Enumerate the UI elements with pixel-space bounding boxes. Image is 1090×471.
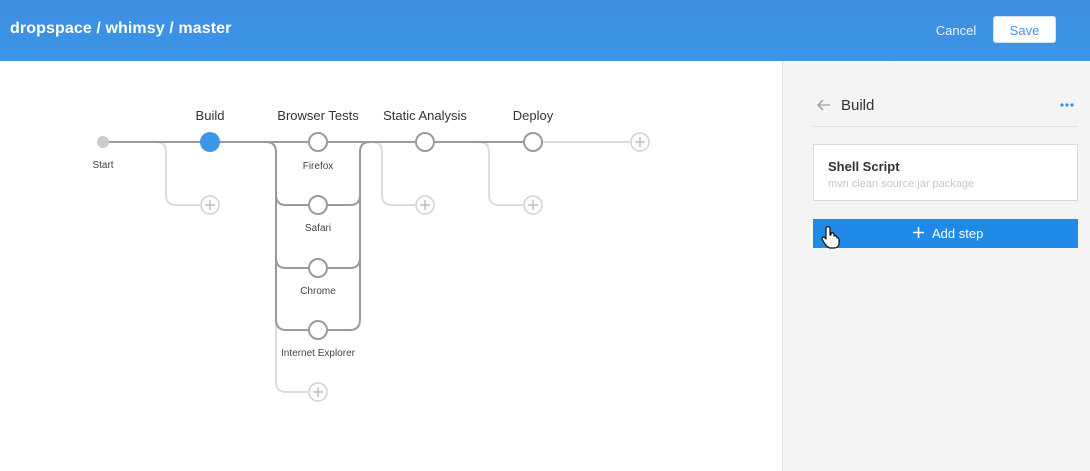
add-stage-plus-icon[interactable] [630,132,650,152]
stage-node-static-analysis[interactable] [415,132,435,152]
add-step-label: Add step [932,226,984,241]
stage-label-deploy[interactable]: Deploy [512,108,554,123]
app-header: dropspace / whimsy / master Cancel Save [0,0,1090,61]
parallel-label-internet-explorer: Internet Explorer [281,348,355,359]
parallel-label-firefox: Firefox [302,161,334,172]
panel-header: Build [813,88,1078,127]
more-horizontal-icon[interactable] [1058,96,1076,114]
save-button[interactable]: Save [993,16,1056,43]
step-name: Shell Script [828,159,900,174]
stage-label-build[interactable]: Build [195,108,225,123]
stage-label-static-analysis[interactable]: Static Analysis [383,108,467,123]
arrow-left-icon[interactable] [815,96,833,114]
stage-node-safari[interactable] [308,195,328,215]
add-static-analysis-branch-plus-icon[interactable] [415,195,435,215]
stage-node-internet-explorer[interactable] [308,320,328,340]
add-step-button[interactable]: Add step [813,219,1078,248]
pipeline-canvas: Start Build Browser Tests Static Analysi… [0,61,782,471]
start-label: Start [92,160,114,171]
cancel-button[interactable]: Cancel [935,23,977,38]
placeholder-edges [155,141,630,393]
parallel-label-safari: Safari [304,223,332,234]
stage-config-panel: Build Shell Script mvn clean source:jar … [782,61,1090,471]
pipeline-graph [97,132,650,402]
step-command: mvn clean source:jar package [828,178,975,190]
pipeline-title: dropspace / whimsy / master [10,20,232,37]
add-parallel-branch-plus-icon[interactable] [308,382,328,402]
stage-node-firefox[interactable] [308,132,328,152]
add-build-branch-plus-icon[interactable] [200,195,220,215]
stage-node-chrome[interactable] [308,258,328,278]
stage-node-build[interactable] [200,132,220,152]
panel-title: Build [841,97,875,114]
plus-icon [913,227,924,238]
stage-label-browser-tests[interactable]: Browser Tests [277,108,359,123]
hand-pointer-icon [821,226,840,249]
step-card-shell-script[interactable]: Shell Script mvn clean source:jar packag… [813,144,1078,201]
start-node [97,136,109,148]
parallel-label-chrome: Chrome [300,286,336,297]
add-deploy-branch-plus-icon[interactable] [523,195,543,215]
stage-node-deploy[interactable] [523,132,543,152]
